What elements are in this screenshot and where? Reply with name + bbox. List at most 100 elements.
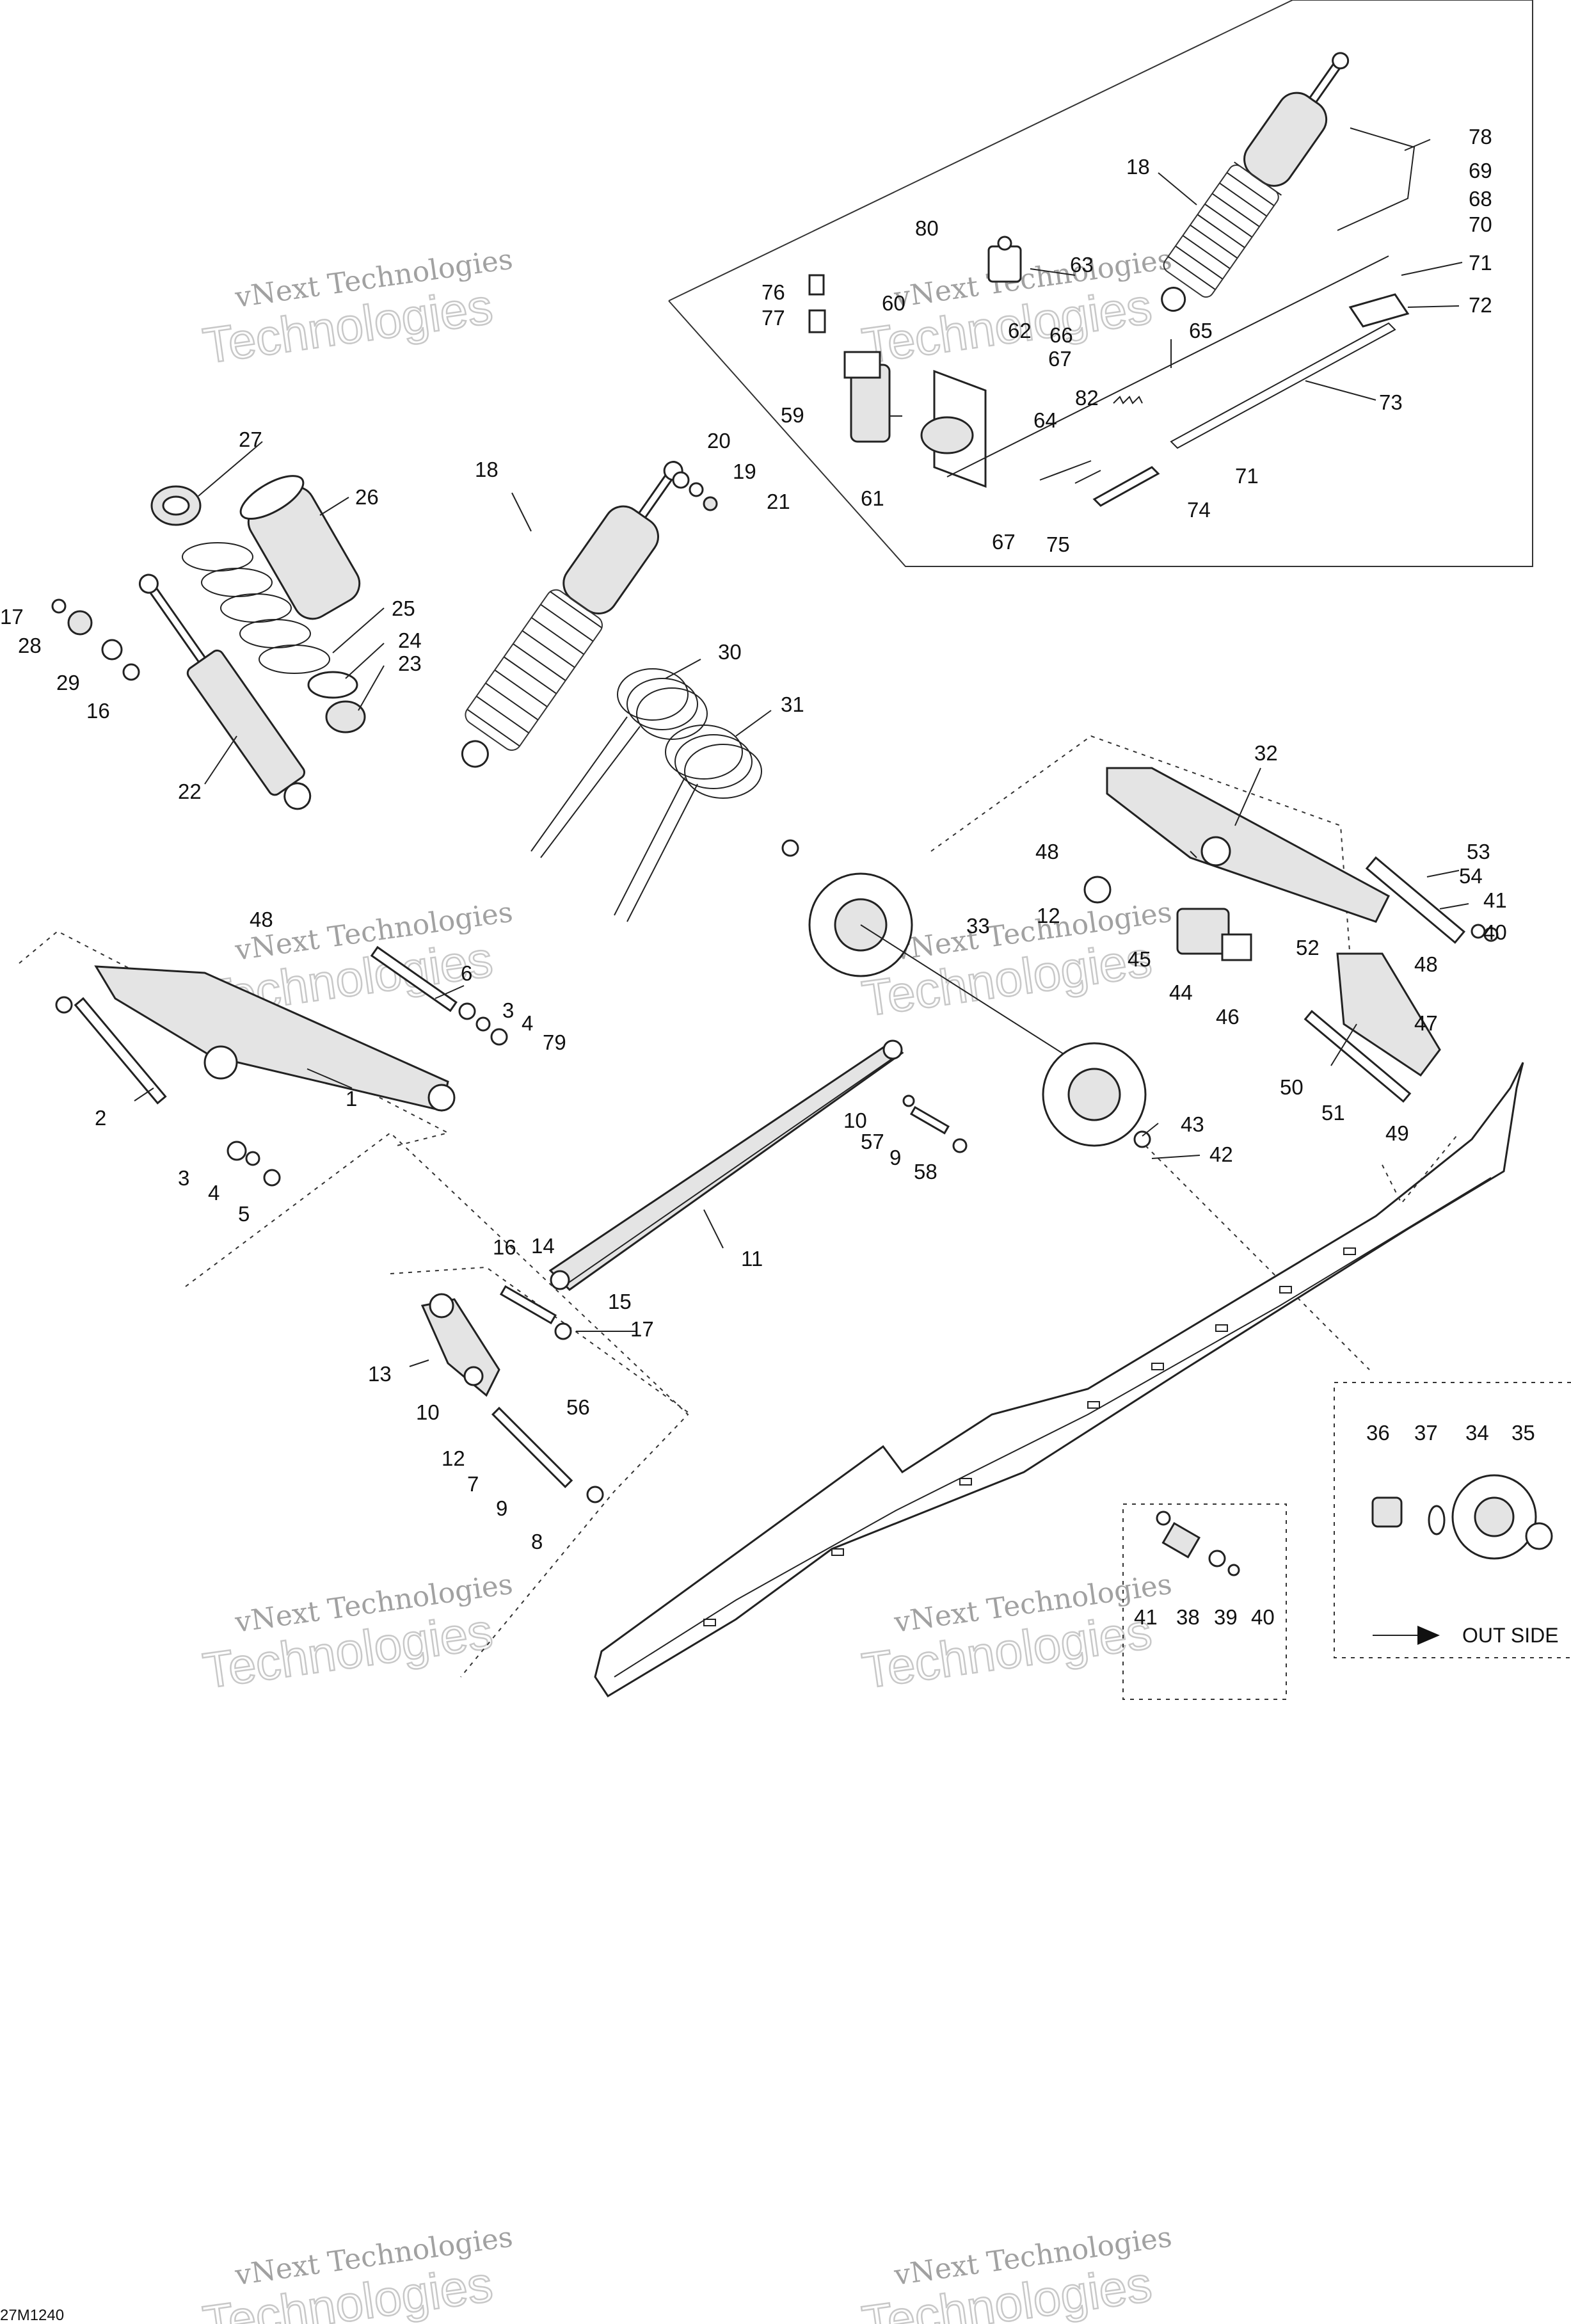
callout-9-mid: 9 [889,1146,901,1169]
callout-52: 52 [1296,936,1320,959]
callout-12-link: 12 [442,1446,465,1470]
callout-18-mid: 18 [475,458,498,481]
callout-41-rear: 41 [1483,888,1507,912]
callout-28: 28 [18,634,42,657]
watermark-top-left: Technologies vNext Technologies [199,243,515,375]
watermark-lower-center: Technologies vNext Technologies [858,1568,1174,1700]
callout-42: 42 [1209,1142,1233,1166]
shaft-2 [74,997,167,1105]
plate-74 [1092,466,1160,507]
callout-41-inset: 41 [1134,1605,1158,1629]
callout-78: 78 [1469,125,1492,148]
callout-25: 25 [392,597,415,620]
callout-9-link: 9 [496,1496,507,1520]
callout-54: 54 [1459,864,1483,888]
callout-10-mid: 10 [843,1109,867,1132]
hose [1337,127,1415,231]
bolt-14 [499,1285,557,1325]
callout-17-top: 17 [0,605,24,629]
callout-58: 58 [914,1160,937,1183]
callout-62: 62 [1008,319,1032,342]
callout-40-rear: 40 [1483,920,1507,944]
callout-37: 37 [1414,1421,1438,1445]
callout-60: 60 [882,291,905,315]
callout-36: 36 [1366,1421,1390,1445]
front-shock-group [51,475,366,810]
plate-73 [1170,322,1396,449]
callout-71-top: 71 [1469,251,1492,275]
connector-77 [808,309,826,333]
callout-53: 53 [1467,840,1490,863]
mounting-bracket [920,369,987,488]
bracket-47 [1336,952,1441,1077]
callout-16-top: 16 [86,699,110,723]
callout-32: 32 [1254,741,1278,765]
callout-66: 66 [1049,323,1073,347]
rod-65 [946,255,1389,477]
bolt-16 [122,663,140,681]
callout-67-top: 67 [1048,347,1072,371]
callout-75: 75 [1046,533,1070,556]
callout-69: 69 [1469,159,1492,182]
callout-71-mid: 71 [1235,464,1259,488]
callout-33: 33 [966,914,990,938]
adjuster-motor [843,351,891,443]
callout-12-rear: 12 [1037,904,1060,927]
group-outline-link [185,1132,689,1678]
callout-6: 6 [461,961,472,985]
leader-lines [134,139,1469,1367]
callout-74: 74 [1187,498,1211,522]
nut-58 [952,1138,968,1153]
callout-82: 82 [1075,386,1099,410]
washer-4b [245,1151,260,1166]
watermark-bottom-center: Technologies vNext Technologies [858,2221,1174,2324]
nut-17b [554,1322,572,1340]
connector-76 [808,274,825,296]
washer-43 [1133,1130,1151,1148]
callout-3-bottom: 3 [178,1166,189,1190]
callout-38: 38 [1176,1605,1200,1629]
callout-5: 5 [238,1202,250,1226]
callout-63: 63 [1070,253,1094,276]
control-valve [987,236,1022,283]
washer-41 [1471,924,1486,939]
watermark-bottom-left: Technologies vNext Technologies [199,2221,515,2324]
washer-19 [689,482,704,497]
spring-82 [1113,396,1143,405]
callout-59: 59 [781,403,804,427]
callout-43: 43 [1181,1112,1204,1136]
callout-8: 8 [531,1530,543,1553]
bolt-57 [909,1105,950,1135]
callout-35: 35 [1511,1421,1535,1445]
link-53 [1365,856,1466,944]
callout-51: 51 [1321,1101,1345,1125]
bracket-44 [1221,933,1252,961]
bolt [781,839,799,857]
bracket-72 [1348,293,1410,328]
arrow-right-icon [1373,1626,1440,1645]
out-side-label: OUT SIDE [1462,1624,1559,1647]
bushing-28 [67,610,93,636]
rod-50 [1304,1009,1412,1103]
callout-67-bottom: 67 [992,530,1016,554]
callout-26: 26 [355,485,379,509]
shock-absorber-top [1161,52,1350,312]
watermark-lower-left: Technologies vNext Technologies [199,1568,515,1700]
inset-slider-38 [1122,1503,1287,1700]
callout-16-link: 16 [493,1235,516,1259]
adjuster-23 [325,700,366,733]
callout-64: 64 [1033,408,1057,432]
nut-40 [1483,927,1499,942]
shaft-6 [370,945,458,1013]
callout-7: 7 [467,1472,479,1496]
link-13-group [185,1094,968,1678]
callout-24: 24 [398,629,422,652]
shock-adjuster-group [668,0,1533,567]
callout-21: 21 [767,490,790,513]
callout-40-inset: 40 [1251,1605,1275,1629]
washer-3a [458,1002,476,1020]
cross-shaft-11 [548,1039,904,1291]
callout-15: 15 [608,1290,632,1313]
callout-2: 2 [95,1106,106,1130]
